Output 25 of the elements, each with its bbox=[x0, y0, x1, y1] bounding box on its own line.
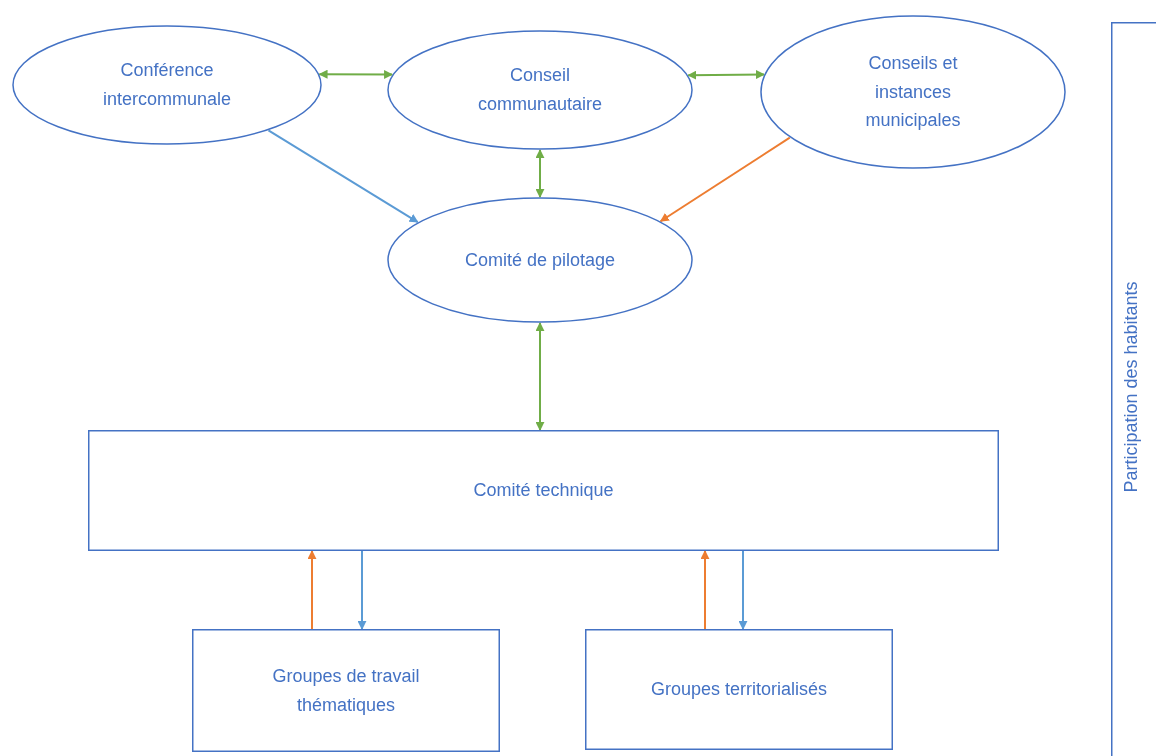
ellipse-node bbox=[387, 197, 693, 323]
arrow bbox=[318, 69, 394, 79]
rectangle-node bbox=[585, 629, 893, 750]
arrow bbox=[267, 129, 419, 224]
node-label: Conférence intercommunale bbox=[101, 59, 233, 111]
ellipse-node bbox=[760, 15, 1066, 169]
node-label: Groupes territorialisés bbox=[650, 678, 828, 702]
arrow bbox=[659, 136, 791, 223]
node-label: Conseil communautaire bbox=[476, 64, 604, 116]
ellipse-node bbox=[387, 30, 693, 150]
ellipse-node bbox=[12, 25, 322, 145]
arrow bbox=[700, 550, 710, 630]
arrow bbox=[535, 149, 545, 198]
arrow bbox=[307, 550, 317, 630]
arrow bbox=[357, 550, 367, 630]
node-label: Comité de pilotage bbox=[464, 248, 616, 272]
node-label: Participation des habitants bbox=[1120, 280, 1142, 495]
arrow bbox=[738, 550, 748, 630]
rectangle-node bbox=[88, 430, 999, 551]
node-label: Comité technique bbox=[473, 479, 614, 503]
arrow bbox=[535, 322, 545, 431]
rectangle-node bbox=[192, 629, 500, 752]
node-label: Groupes de travail thématiques bbox=[271, 664, 421, 717]
arrow bbox=[687, 70, 765, 80]
node-label: Conseils et instances municipales bbox=[864, 51, 962, 133]
